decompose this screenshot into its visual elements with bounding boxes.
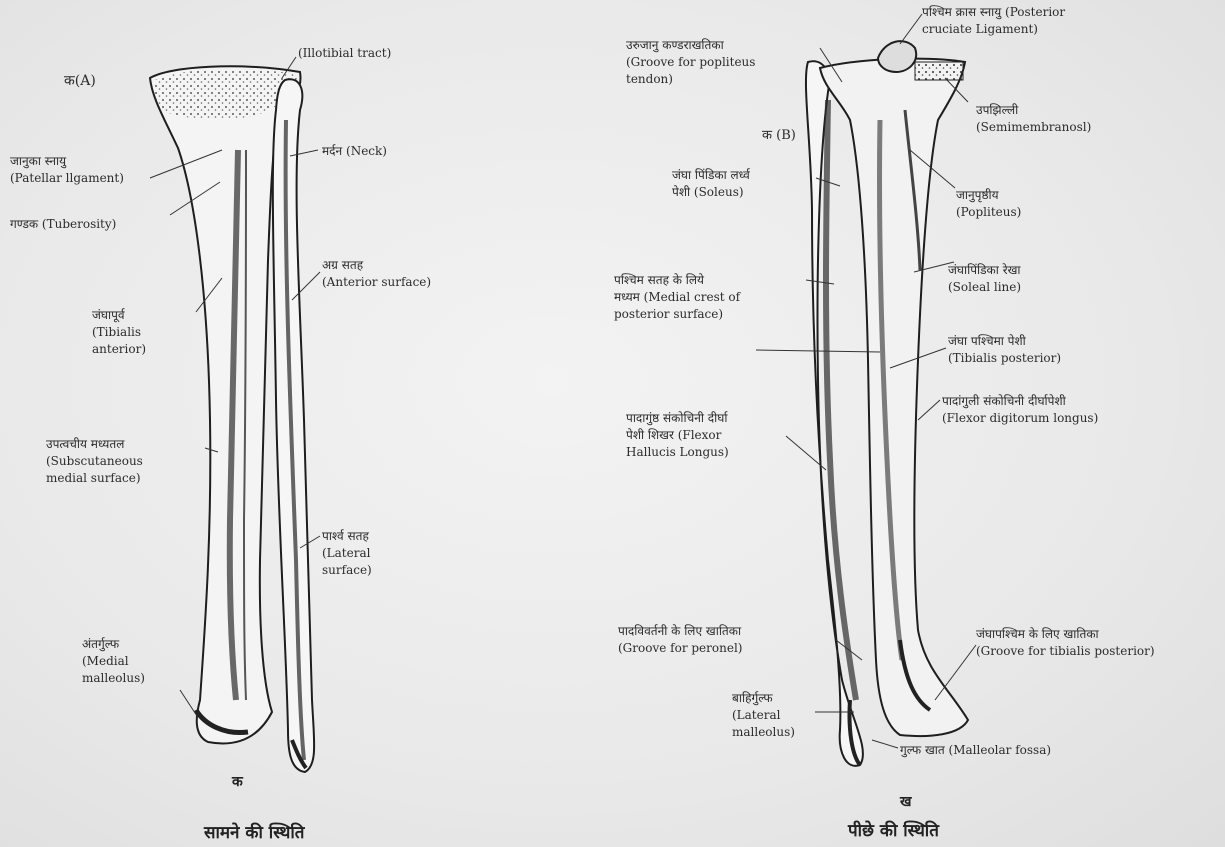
label-medial-crest-en2: posterior surface) (614, 306, 740, 323)
label-medial-malleolus-en1: (Medial (82, 653, 145, 670)
label-pcl-hi: पश्चिम क्रास स्नायु (Posterior (922, 4, 1065, 21)
fibula-b-outline (806, 61, 863, 766)
label-medial-crest-hi: पश्चिम सतह के लिये (614, 272, 740, 289)
label-tibialis-anterior: जंघापूर्व (Tibialis anterior) (92, 307, 146, 358)
label-lateral-malleolus: बाहिर्गुल्फ (Lateral malleolus) (732, 690, 795, 741)
label-medial-malleolus: अंतर्गुल्फ (Medial malleolus) (82, 636, 145, 687)
label-lateral-surface-hi: पार्श्व सतह (322, 528, 372, 545)
label-malleolar-fossa: गुल्फ खात (Malleolar fossa) (900, 742, 1051, 759)
figure-b-caption: पीछे की स्थिति (848, 818, 939, 841)
label-tuberosity: गण्डक (Tuberosity) (10, 216, 116, 233)
label-anterior-surface-en: (Anterior surface) (322, 274, 431, 291)
label-iliotibial-tract: (Illotibial tract) (298, 45, 391, 62)
figure-a-marker: क(A) (64, 73, 96, 90)
label-popliteus-hi: जानुपृष्ठीय (956, 187, 1021, 204)
label-groove-popliteus-en1: (Groove for popliteus (626, 54, 755, 71)
label-medial-malleolus-en2: malleolus) (82, 670, 145, 687)
label-patellar-ligament-en: (Patellar llgament) (10, 170, 124, 187)
label-popliteus-en: (Popliteus) (956, 204, 1021, 221)
label-fhl-hi1: पादागुंष्ठ संकोचिनी दीर्घा (626, 410, 729, 427)
label-patellar-ligament-hi: जानुका स्नायु (10, 153, 124, 170)
label-medial-malleolus-hi: अंतर्गुल्फ (82, 636, 145, 653)
label-popliteus: जानुपृष्ठीय (Popliteus) (956, 187, 1021, 221)
tibia-anterior-view (150, 57, 320, 772)
label-groove-popliteus-en2: tendon) (626, 71, 755, 88)
label-tibialis-posterior-en: (Tibialis posterior) (948, 350, 1061, 367)
label-lateral-malleolus-hi: बाहिर्गुल्फ (732, 690, 795, 707)
label-groove-popliteus: उरुजानु कण्डराखतिका (Groove for popliteu… (626, 37, 755, 88)
label-medial-crest-en1: मध्यम (Medial crest of (614, 289, 740, 306)
label-posterior-cruciate-ligament: पश्चिम क्रास स्नायु (Posterior cruciate … (922, 4, 1065, 38)
label-semimembranosus: उपझिल्ली (Semimembranosl) (976, 102, 1091, 136)
label-soleal-line-en: (Soleal line) (948, 279, 1021, 296)
label-flexor-digitorum-longus: पादांगुली संकोचिनी दीर्घापेशी (Flexor di… (942, 393, 1098, 427)
label-fhl-en: Hallucis Longus) (626, 444, 729, 461)
label-subcutaneous-surface-en1: (Subscutaneous (46, 453, 143, 470)
label-tibialis-anterior-en1: (Tibialis (92, 324, 146, 341)
label-anterior-surface: अग्र सतह (Anterior surface) (322, 257, 431, 291)
label-lateral-malleolus-en1: (Lateral (732, 707, 795, 724)
label-medial-crest: पश्चिम सतह के लिये मध्यम (Medial crest o… (614, 272, 740, 323)
label-patellar-ligament: जानुका स्नायु (Patellar llgament) (10, 153, 124, 187)
figure-a-letter: क (232, 772, 243, 791)
tibia-b-shade-1 (826, 100, 856, 700)
label-neck: मर्दन (Neck) (322, 143, 387, 160)
label-fdl-hi: पादांगुली संकोचिनी दीर्घापेशी (942, 393, 1098, 410)
label-groove-peroneal-hi: पादविवर्तनी के लिए खातिका (618, 623, 742, 640)
label-fdl-en: (Flexor digitorum longus) (942, 410, 1098, 427)
label-groove-peroneal-en: (Groove for peronel) (618, 640, 742, 657)
label-lateral-surface-en1: (Lateral (322, 545, 372, 562)
tibia-b-plateau (878, 41, 916, 72)
label-anterior-surface-hi: अग्र सतह (322, 257, 431, 274)
label-groove-tibialis-posterior: जंघापश्चिम के लिए खातिका (Groove for tib… (976, 626, 1155, 660)
label-lateral-malleolus-en2: malleolus) (732, 724, 795, 741)
label-tibialis-anterior-en2: anterior) (92, 341, 146, 358)
label-soleus-hi2: पेशी (Soleus) (672, 184, 750, 201)
figure-b-marker: क (B) (762, 127, 796, 144)
label-subcutaneous-surface-en2: medial surface) (46, 470, 143, 487)
label-fhl-hi2: पेशी शिखर (Flexor (626, 427, 729, 444)
label-pcl-en: cruciate Ligament) (922, 21, 1065, 38)
label-subcutaneous-surface-hi: उपत्वचीय मध्यतल (46, 436, 143, 453)
label-soleus-hi1: जंघा पिंडिका लर्ध्व (672, 167, 750, 184)
label-tibialis-anterior-hi: जंघापूर्व (92, 307, 146, 324)
label-soleal-line-hi: जंघापिंडिका रेखा (948, 262, 1021, 279)
label-tibialis-posterior: जंघा पश्चिमा पेशी (Tibialis posterior) (948, 333, 1061, 367)
label-soleus: जंघा पिंडिका लर्ध्व पेशी (Soleus) (672, 167, 750, 201)
fibula-a-outline (273, 79, 314, 772)
label-groove-popliteus-hi: उरुजानु कण्डराखतिका (626, 37, 755, 54)
label-subcutaneous-surface: उपत्वचीय मध्यतल (Subscutaneous medial su… (46, 436, 143, 487)
label-lateral-surface-en2: surface) (322, 562, 372, 579)
label-groove-peroneal: पादविवर्तनी के लिए खातिका (Groove for pe… (618, 623, 742, 657)
label-groove-tibpost-hi: जंघापश्चिम के लिए खातिका (976, 626, 1155, 643)
label-soleal-line: जंघापिंडिका रेखा (Soleal line) (948, 262, 1021, 296)
label-groove-tibpost-en: (Groove for tibialis posterior) (976, 643, 1155, 660)
figure-a-caption: सामने की स्थिति (204, 820, 304, 843)
label-semimembranosus-en: (Semimembranosl) (976, 119, 1091, 136)
label-flexor-hallucis-longus: पादागुंष्ठ संकोचिनी दीर्घा पेशी शिखर (Fl… (626, 410, 729, 461)
label-semimembranosus-hi: उपझिल्ली (976, 102, 1091, 119)
figure-b-letter: ख (900, 792, 911, 811)
label-lateral-surface: पार्श्व सतह (Lateral surface) (322, 528, 372, 579)
label-tibialis-posterior-hi: जंघा पश्चिमा पेशी (948, 333, 1061, 350)
